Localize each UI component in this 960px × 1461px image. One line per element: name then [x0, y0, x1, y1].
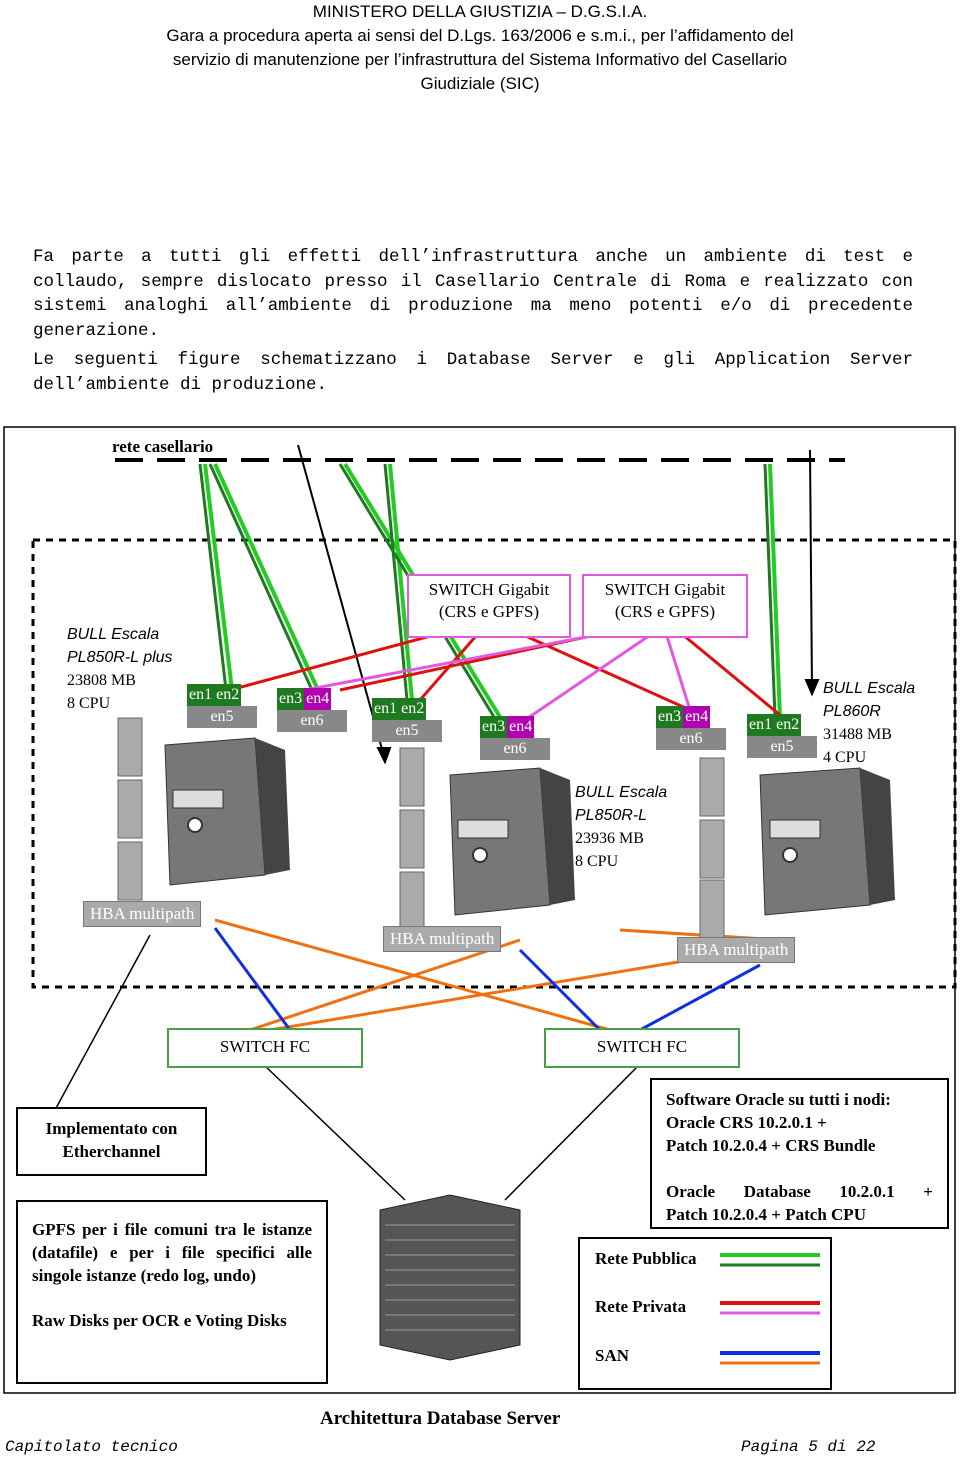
nic-en5: en5 — [372, 720, 442, 742]
nic-en2: en2 — [399, 698, 427, 720]
server-1-cpu: 8 CPU — [67, 695, 111, 712]
server-3-cpu: 4 CPU — [823, 749, 867, 766]
diagram-caption: Architettura Database Server — [320, 1408, 561, 1429]
header-line-2: Gara a procedura aperta ai sensi del D.L… — [166, 26, 794, 45]
server-3-memory: 31488 MB — [823, 726, 892, 743]
hba-label-1: HBA multipath — [83, 901, 202, 927]
nic-en2: en2 — [214, 684, 242, 706]
software-db-line2: Patch 10.2.0.4 + Patch CPU — [666, 1205, 866, 1224]
software-title: Software Oracle su tutti i nodi: — [666, 1090, 891, 1109]
nic-en5: en5 — [747, 736, 817, 758]
server-1-model-line1: BULL Escala — [67, 626, 160, 643]
server-tower-3 — [699, 757, 895, 939]
server-3-label: BULL Escala PL860R 31488 MB 4 CPU — [823, 677, 915, 769]
hba-label-3: HBA multipath — [677, 937, 796, 963]
nic-en2: en2 — [774, 714, 802, 736]
legend-public: Rete Pubblica — [595, 1249, 697, 1268]
paragraph-figures-intro: Le seguenti figure schematizzano i Datab… — [33, 350, 913, 395]
nic-en6: en6 — [277, 710, 347, 732]
gpfs-note: GPFS per i file comuni tra le istanze (d… — [32, 1220, 312, 1285]
nic-en3: en3 — [480, 716, 508, 738]
server-1-label: BULL Escala PL850R-L plus 23808 MB 8 CPU — [67, 623, 173, 715]
raw-disks-note: Raw Disks per OCR e Voting Disks — [32, 1311, 287, 1330]
san-links-blue — [213, 927, 761, 1032]
nic-en3: en3 — [277, 688, 305, 710]
footer-left: Capitolato tecnico — [5, 1438, 178, 1456]
server-3-model-line1: BULL Escala — [823, 680, 916, 697]
server-1-model-line2: PL850R-L plus — [67, 649, 173, 666]
server-2-label: BULL Escala PL850R-L 23936 MB 8 CPU — [575, 781, 667, 873]
nic-en6: en6 — [480, 738, 550, 760]
cluster-boundary — [31, 538, 957, 989]
nic-en1: en1 — [187, 684, 215, 706]
network-label: rete casellario — [112, 437, 214, 456]
switch-gigabit-1: SWITCH Gigabit (CRS e GPFS) — [407, 574, 571, 638]
switch-fc-1: SWITCH FC — [167, 1028, 363, 1068]
nic-en6: en6 — [656, 728, 726, 750]
legend-private: Rete Privata — [595, 1297, 687, 1316]
footer-page-number: Pagina 5 di 22 — [741, 1438, 876, 1456]
hba-label-2: HBA multipath — [383, 926, 502, 952]
legend-san: SAN — [595, 1346, 630, 1365]
server-2-model-line1: BULL Escala — [575, 784, 668, 801]
switch-gigabit-2-line1: SWITCH Gigabit — [604, 580, 726, 599]
storage-array — [379, 1194, 521, 1361]
legend-lines — [720, 1253, 820, 1365]
nic-en1: en1 — [747, 714, 775, 736]
switch-gigabit-2-line2: (CRS e GPFS) — [614, 602, 716, 621]
switch-gigabit-2: SWITCH Gigabit (CRS e GPFS) — [582, 574, 748, 638]
server-tower-2 — [399, 747, 575, 931]
server-2-model-line2: PL850R-L — [575, 807, 648, 824]
server-2-memory: 23936 MB — [575, 830, 644, 847]
fc-to-storage-lines — [54, 934, 641, 1201]
nic-en4: en4 — [683, 706, 711, 728]
legend-box — [578, 1237, 832, 1390]
server-tower-1 — [117, 717, 290, 901]
server-2-cpu: 8 CPU — [575, 853, 619, 870]
storage-notes-box: GPFS per i file comuni tra le istanze (d… — [16, 1200, 328, 1384]
etherchannel-note: Implementato con Etherchannel — [16, 1107, 207, 1176]
paragraph-test-env: Fa parte a tutti gli effetti dell’infras… — [33, 247, 913, 341]
header-line-4: Giudiziale (SIC) — [420, 74, 540, 93]
arrow-links — [297, 444, 820, 765]
header-line-1: MINISTERO DELLA GIUSTIZIA – D.G.S.I.A. — [312, 2, 648, 21]
software-crs-line2: Patch 10.2.0.4 + CRS Bundle — [666, 1136, 876, 1155]
switch-fc-2: SWITCH FC — [544, 1028, 740, 1068]
nic-en4: en4 — [304, 688, 332, 710]
software-crs-line1: Oracle CRS 10.2.0.1 + — [666, 1113, 827, 1132]
nic-en4: en4 — [507, 716, 535, 738]
server-1-memory: 23808 MB — [67, 672, 136, 689]
nic-en5: en5 — [187, 706, 257, 728]
header-line-3: servizio di manutenzione per l’infrastru… — [172, 50, 788, 69]
server-3-model-line2: PL860R — [823, 703, 881, 720]
switch-gigabit-1-line2: (CRS e GPFS) — [438, 602, 540, 621]
switch-gigabit-1-line1: SWITCH Gigabit — [428, 580, 550, 599]
software-db-line1: Oracle Database 10.2.0.1 + — [666, 1182, 933, 1201]
software-box: Software Oracle su tutti i nodi: Oracle … — [650, 1078, 949, 1229]
nic-en1: en1 — [372, 698, 400, 720]
nic-en3: en3 — [656, 706, 684, 728]
